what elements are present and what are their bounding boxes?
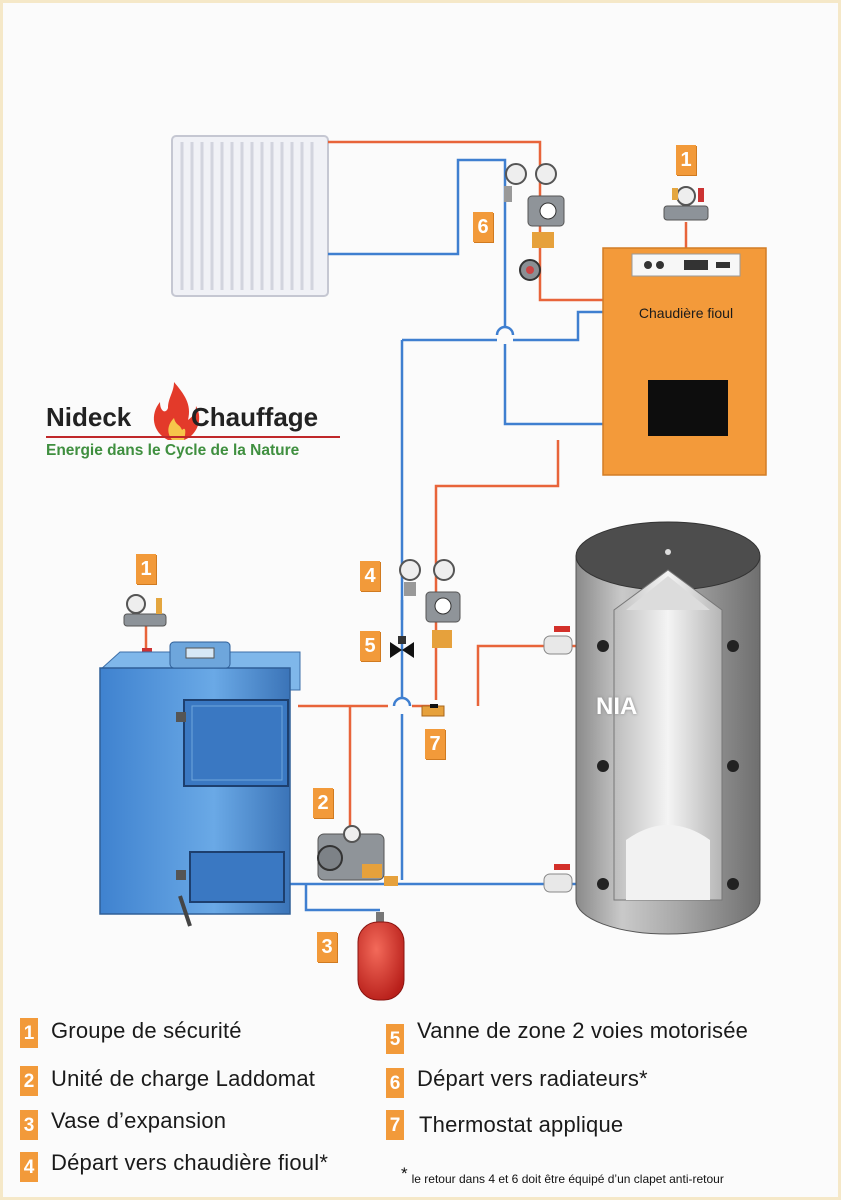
legend-text-7: Thermostat applique: [419, 1112, 624, 1137]
badge-radiator-flow: 6: [473, 212, 493, 242]
wood-boiler: [99, 641, 301, 927]
buffer-tank: [575, 521, 761, 935]
flame-icon: [153, 382, 200, 440]
footnote: *le retour dans 4 et 6 doit être équipé …: [401, 1164, 724, 1188]
legend-num-4: 4: [20, 1152, 38, 1182]
legend-text-1: Groupe de sécurité: [51, 1018, 242, 1043]
legend-text-6: Départ vers radiateurs*: [417, 1066, 648, 1091]
legend-text-4: Départ vers chaudière fioul*: [51, 1150, 329, 1175]
valve-group-radiators: [504, 163, 565, 281]
brand-tagline: Energie dans le Cycle de la Nature: [46, 442, 300, 459]
brand-name-right: Chauffage: [191, 402, 319, 432]
badge-safety-group-wood: 1: [136, 554, 156, 584]
laddomat-unit: [317, 825, 398, 886]
thermostat: [421, 704, 445, 717]
radiator: [171, 135, 329, 297]
badge-laddomat: 2: [313, 788, 333, 818]
badge-zone-valve: 5: [360, 631, 380, 661]
zone-valve: [390, 636, 414, 658]
legend-num-1: 1: [20, 1018, 38, 1048]
legend-num-5: 5: [386, 1024, 404, 1054]
logo-underline: [46, 436, 340, 438]
legend-text-5: Vanne de zone 2 voies motorisée: [417, 1018, 749, 1043]
safety-group-oil-boiler: [663, 186, 709, 221]
badge-safety-group-oil: 1: [676, 145, 696, 175]
brand-name-left: Nideck: [46, 402, 132, 432]
expansion-vessel: [357, 912, 405, 1001]
legend-num-6: 6: [386, 1068, 404, 1098]
badge-thermostat: 7: [425, 729, 445, 759]
footnote-star: *: [401, 1164, 408, 1183]
legend-num-2: 2: [20, 1066, 38, 1096]
oil-boiler-label: Chaudière fioul: [638, 305, 734, 321]
buffer-tank-label: NIA: [596, 693, 638, 720]
tank-valves: [543, 626, 573, 893]
legend-text-2: Unité de charge Laddomat: [51, 1066, 316, 1091]
badge-oil-boiler-flow: 4: [360, 561, 380, 591]
cold-pipes: [278, 158, 603, 912]
badge-expansion-vessel: 3: [317, 932, 337, 962]
footnote-text: le retour dans 4 et 6 doit être équipé d…: [411, 1172, 724, 1186]
legend-num-3: 3: [20, 1110, 38, 1140]
legend-num-7: 7: [386, 1110, 404, 1140]
legend-text-3: Vase d’expansion: [51, 1108, 227, 1133]
oil-boiler: [602, 247, 767, 476]
valve-group-oil-boiler: [399, 559, 461, 648]
